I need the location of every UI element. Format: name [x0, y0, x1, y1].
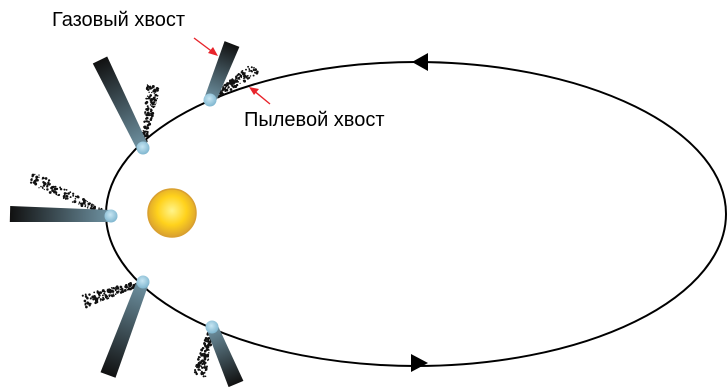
comet-icon: [136, 275, 150, 289]
gas-tail-pointer-icon: [193, 37, 218, 56]
dust-tail: [141, 84, 160, 143]
sun-icon: [147, 188, 197, 238]
comet-icon: [203, 93, 217, 107]
dust-tail: [81, 282, 138, 309]
orbit-path: [105, 61, 727, 367]
orbit-direction-arrow-icon: [412, 53, 428, 71]
dust-tail-label: Пылевой хвост: [244, 109, 384, 131]
dust-tail-pointer-icon: [249, 87, 271, 105]
gas-tail: [9, 206, 112, 222]
comets-group: [9, 41, 259, 387]
comet-icon: [205, 320, 219, 334]
gas-tail: [100, 279, 149, 378]
dust-tail: [213, 65, 259, 99]
gas-tail-label: Газовый хвост: [52, 9, 185, 31]
orbit-direction-arrow-icon: [411, 354, 428, 372]
comet-icon: [104, 209, 118, 223]
comet-icon: [136, 141, 150, 155]
gas-tail: [204, 41, 240, 103]
gas-tail: [206, 324, 244, 387]
gas-tail: [92, 56, 149, 151]
